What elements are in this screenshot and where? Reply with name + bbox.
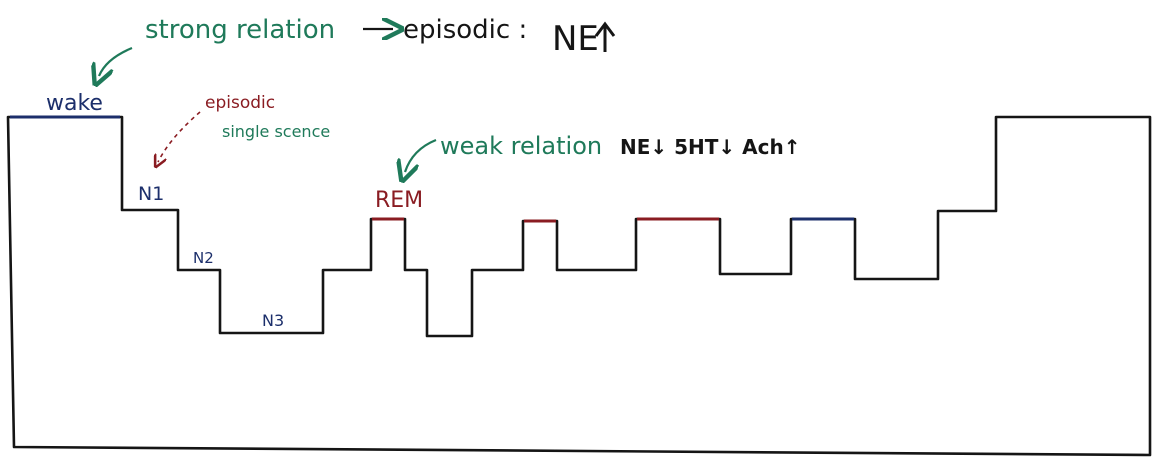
wake-label: wake xyxy=(46,91,103,116)
n1-label: N1 xyxy=(138,183,164,205)
curved-arrow-icon-2 xyxy=(405,138,437,172)
episodic-small-text: episodic xyxy=(205,93,275,113)
n3-label: N3 xyxy=(262,311,284,330)
episodic-top-text: episodic : xyxy=(403,15,527,45)
strong-relation-text: strong relation xyxy=(145,15,335,45)
rem-label: REM xyxy=(375,188,423,213)
n2-label: N2 xyxy=(193,249,214,267)
single-scene-text: single scence xyxy=(222,122,330,141)
dashed-arrow-icon xyxy=(158,111,201,162)
weak-chemicals-text: NE↓ 5HT↓ Ach↑ xyxy=(620,135,800,159)
curved-arrow-icon xyxy=(99,46,133,76)
arrow-up-icon xyxy=(594,21,616,52)
weak-relation-text: weak relation xyxy=(440,132,602,160)
ne-top-text: NE xyxy=(552,19,599,59)
hypnogram-outline xyxy=(6,115,1152,457)
